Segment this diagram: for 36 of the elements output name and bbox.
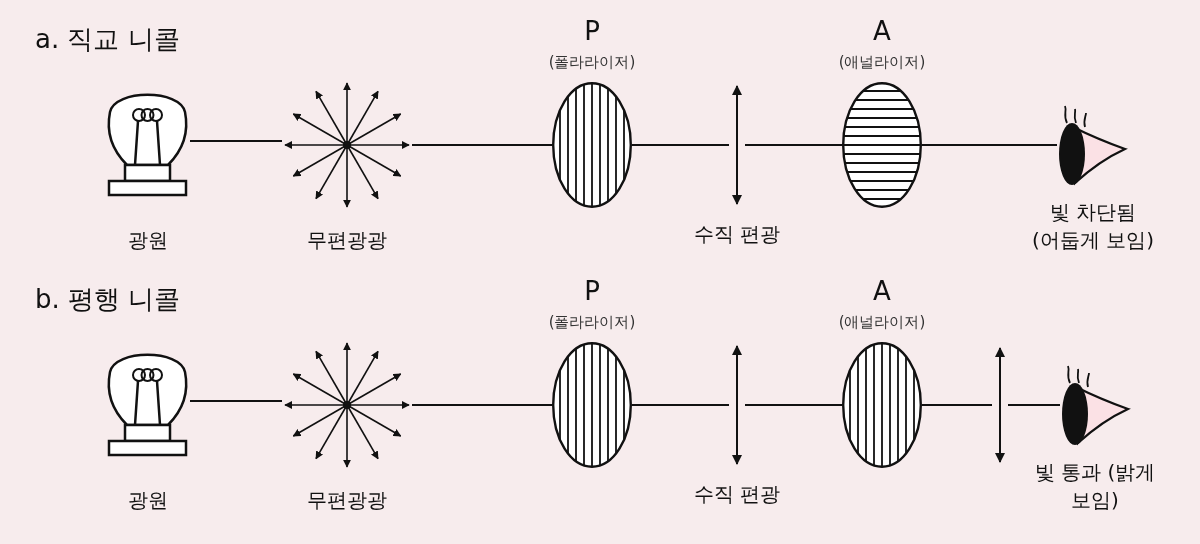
unpolarized-light-symbol [282, 80, 412, 210]
component-letter: A [873, 276, 891, 306]
component-letter: A [873, 16, 891, 46]
section-title: b. 평행 니콜 [35, 283, 181, 316]
light-beam-line [744, 144, 843, 146]
light-beam-line [921, 144, 1058, 146]
component-caption: 무편광광 [306, 227, 388, 254]
light-beam-line [189, 140, 283, 142]
light-beam-line [189, 400, 283, 402]
component-caption: 광원 [127, 487, 169, 514]
light-beam-line [411, 144, 553, 146]
component-caption: 광원 [127, 227, 169, 254]
component-caption: 빛 차단됨 (어둡게 보임) [1031, 199, 1155, 254]
component-name: (폴라라이저) [548, 52, 636, 72]
light-beam-line [631, 404, 730, 406]
light-beam-line [1007, 404, 1061, 406]
component-letter: P [584, 16, 600, 46]
light-beam-line [744, 404, 843, 406]
component-caption: 수직 편광 [692, 221, 782, 248]
component-name: (애널라이저) [838, 312, 926, 332]
component-name: (폴라라이저) [548, 312, 636, 332]
eye-drawing [1060, 363, 1130, 448]
polarization-arrow [992, 347, 1008, 463]
component-letter: P [584, 276, 600, 306]
component-name: (애널라이저) [838, 52, 926, 72]
component-caption: 빛 통과 (밝게 보임) [1033, 459, 1157, 514]
light-beam-line [631, 144, 730, 146]
component-caption: 무편광광 [306, 487, 388, 514]
polarization-arrow [729, 345, 745, 465]
component-caption: 수직 편광 [692, 481, 782, 508]
unpolarized-light-symbol [282, 340, 412, 470]
polarization-arrow [729, 85, 745, 205]
eye-drawing [1057, 103, 1127, 188]
light-beam-line [921, 404, 993, 406]
section-title: a. 직교 니콜 [35, 23, 180, 56]
light-beam-line [411, 404, 553, 406]
